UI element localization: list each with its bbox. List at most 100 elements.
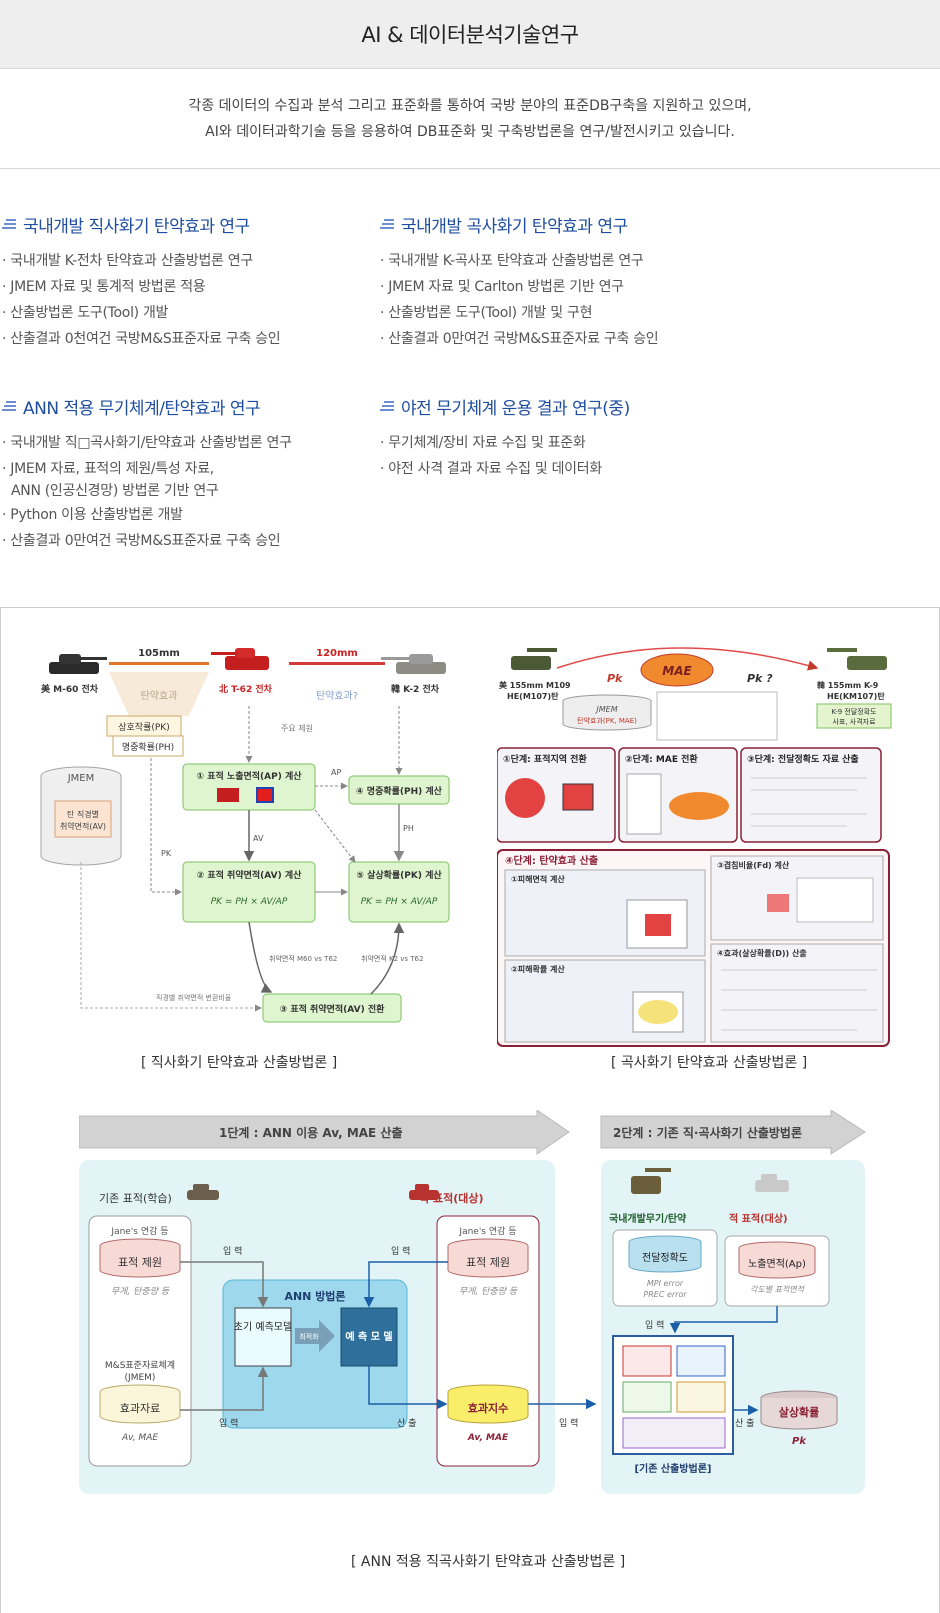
stage-banner: 1단계 : ANN 이용 Av, MAE 산출 <box>219 1125 403 1140</box>
flow-label: 입 력 <box>219 1417 238 1429</box>
list-item: · 산출결과 0만여건 국방M&S표준자료 구축 승인 <box>2 533 281 549</box>
jmem-label: JMEM <box>594 705 617 714</box>
list-item: · JMEM 자료 및 Carlton 방법론 기반 연구 <box>380 279 624 295</box>
stage-label: ①단계: 표적지역 전환 <box>503 753 587 765</box>
substage-label: ④효과(살상확률(D)) 산출 <box>717 948 807 958</box>
jmem-sub: 탄 직경별 <box>67 809 99 819</box>
note: 주요 제원 <box>281 724 313 733</box>
section-indirect-fire: 국내개발 곡사화기 탄약효과 연구 · 국내개발 K-곡사포 탄약효과 산출방법… <box>380 212 760 352</box>
arrow-label: AV <box>253 834 264 843</box>
substage-label: ①피해면적 계산 <box>511 874 565 884</box>
db-label: 표적 제원 <box>118 1256 162 1269</box>
formula: PK = PH × AV/AP <box>361 897 438 907</box>
distance-label: 105mm <box>138 648 180 659</box>
tank-label: 韓 K-2 전차 <box>391 683 440 695</box>
tank-icon <box>187 1184 219 1200</box>
note: 직경별 취약면적 변환비율 <box>156 993 232 1002</box>
source-label: M&S표준자료체계 <box>105 1359 175 1371</box>
page-header: AI & 데이터분석기술연구 <box>0 0 940 69</box>
k9-box-label: 사표, 사격자료 <box>832 717 876 726</box>
list-lines-icon <box>380 218 394 230</box>
note: 취약면적 M60 vs T62 <box>269 954 337 963</box>
jmem-sub: 취약면적(AV) <box>60 821 106 831</box>
tank-icon <box>211 648 269 670</box>
flow-label: 산 출 <box>397 1418 416 1429</box>
tank-icon <box>755 1174 789 1192</box>
stage-label: ③단계: 전달정확도 자료 산출 <box>747 753 859 765</box>
step-label: ③ 표적 취약면적(AV) 전환 <box>280 1003 386 1015</box>
db-sub: Av, MAE <box>121 1433 158 1443</box>
figure-caption: [ 곡사화기 탄약효과 산출방법론 ] <box>611 1055 808 1071</box>
howitzer-icon <box>827 648 887 670</box>
db-sub: 무게, 탄중량 등 <box>459 1286 518 1297</box>
db-sub: MPI error <box>647 1279 684 1288</box>
note: 취약면적 K2 vs T62 <box>361 954 423 963</box>
db-sub: Pk <box>792 1436 807 1447</box>
figures-panel: 105mm 120mm 美 M-60 전차 北 T-62 전차 韓 K-2 전차… <box>0 607 940 1613</box>
stage-label: ②단계: MAE 전환 <box>625 753 698 765</box>
prob-label: 상호작률(PK) <box>118 722 169 733</box>
jmem-sub: 탄약효과(PK, MAE) <box>577 716 637 725</box>
flow-label: 입 력 <box>559 1417 578 1429</box>
step-label: ① 표적 노출면적(AP) 계산 <box>196 770 302 782</box>
source-label: Jane's 연감 등 <box>110 1225 168 1237</box>
prob-label: 명중확률(PH) <box>122 741 174 753</box>
group-label: 기존 표적(학습) <box>99 1192 172 1205</box>
model-label: 예 측 모 델 <box>345 1330 392 1343</box>
tank-icon <box>49 654 107 674</box>
arrow-label: PK <box>161 849 172 858</box>
section-title: 야전 무기체계 운용 결과 연구(중) <box>401 398 630 419</box>
tank-label: 北 T-62 전차 <box>219 683 273 695</box>
list-item: · JMEM 자료, 표적의 제원/특성 자료,ANN (인공신경망) 방법론 … <box>2 456 382 502</box>
flow-label: 산 출 <box>735 1418 754 1429</box>
arrow-label: AP <box>331 768 341 777</box>
db-label: 살상확률 <box>779 1405 819 1419</box>
arrow-label: PH <box>403 824 414 833</box>
optimize-label: 최적화 <box>299 1332 319 1341</box>
db-label: 전달정확도 <box>642 1252 688 1264</box>
pk-label: Pk ? <box>747 672 773 685</box>
distance-label: 120mm <box>316 648 358 659</box>
db-sub: Av, MAE <box>467 1433 509 1443</box>
substage-label: ③겹침비율(Fd) 계산 <box>717 860 790 870</box>
list-item: · 국내개발 K-전차 탄약효과 산출방법론 연구 <box>2 253 253 269</box>
section-ann: ANN 적용 무기체계/탄약효과 연구 · 국내개발 직□곡사화기/탄약효과 산… <box>2 394 382 554</box>
substage-label: ②피해확률 계산 <box>511 964 565 974</box>
list-item: · 산출결과 0만여건 국방M&S표준자료 구축 승인 <box>380 331 659 347</box>
step-label: ⑤ 살상확률(PK) 계산 <box>356 869 442 881</box>
list-item: · 국내개발 K-곡사포 탄약효과 산출방법론 연구 <box>380 253 644 269</box>
intro-text: 각종 데이터의 수집과 분석 그리고 표준화를 통하여 국방 분야의 표준DB구… <box>0 69 940 169</box>
db-label: 효과자료 <box>120 1402 160 1415</box>
list-item: · 산출방법론 도구(Tool) 개발 <box>2 305 169 321</box>
source-label: (JMEM) <box>125 1373 156 1383</box>
effect-label: 탄약효과 <box>141 690 178 702</box>
effect-label: 탄약효과? <box>316 690 358 702</box>
list-item: · 무기체계/장비 자료 수집 및 표준화 <box>380 435 586 451</box>
step-label: ② 표적 취약면적(AV) 계산 <box>197 869 303 881</box>
ann-title: ANN 방법론 <box>284 1289 345 1303</box>
section-direct-fire: 국내개발 직사화기 탄약효과 연구 · 국내개발 K-전차 탄약효과 산출방법론… <box>2 212 382 352</box>
model-label: 초기 예측모델 <box>234 1321 292 1333</box>
gun-label: HE(M107)탄 <box>507 691 559 701</box>
db-sub: 각도별 표적면적 <box>750 1285 806 1294</box>
mae-label: MAE <box>662 664 692 678</box>
list-item: · JMEM 자료 및 통계적 방법론 적용 <box>2 279 206 295</box>
ann-diagram: 1단계 : ANN 이용 Av, MAE 산출 2단계 : 기존 직·곡사화기 … <box>79 1110 866 1494</box>
tank-icon <box>381 654 446 674</box>
section-title: 국내개발 직사화기 탄약효과 연구 <box>23 216 250 237</box>
formula: PK = PH × AV/AP <box>211 897 288 907</box>
howitzer-icon <box>511 648 557 670</box>
figure-caption: [ 직사화기 탄약효과 산출방법론 ] <box>141 1055 338 1071</box>
db-label: 노출면적(Ap) <box>748 1258 806 1270</box>
gun-label: 美 155mm M109 <box>499 680 571 690</box>
section-title: ANN 적용 무기체계/탄약효과 연구 <box>23 398 261 419</box>
pk-label: Pk <box>607 672 623 685</box>
stage-label: ④단계: 탄약효과 산출 <box>505 854 598 867</box>
list-item: · Python 이용 산출방법론 개발 <box>2 507 183 523</box>
indirect-fire-diagram: MAE Pk Pk ? 美 155mm M109 HE(M107)탄 韓 155… <box>497 647 892 1047</box>
flow-label: 입 력 <box>645 1319 664 1331</box>
db-label: 표적 제원 <box>466 1256 510 1269</box>
group-label: 국내개발무기/탄약 <box>609 1212 687 1225</box>
list-item-sub: ANN (인공신경망) 방법론 기반 연구 <box>11 483 219 499</box>
tank-label: 美 M-60 전차 <box>41 683 99 695</box>
